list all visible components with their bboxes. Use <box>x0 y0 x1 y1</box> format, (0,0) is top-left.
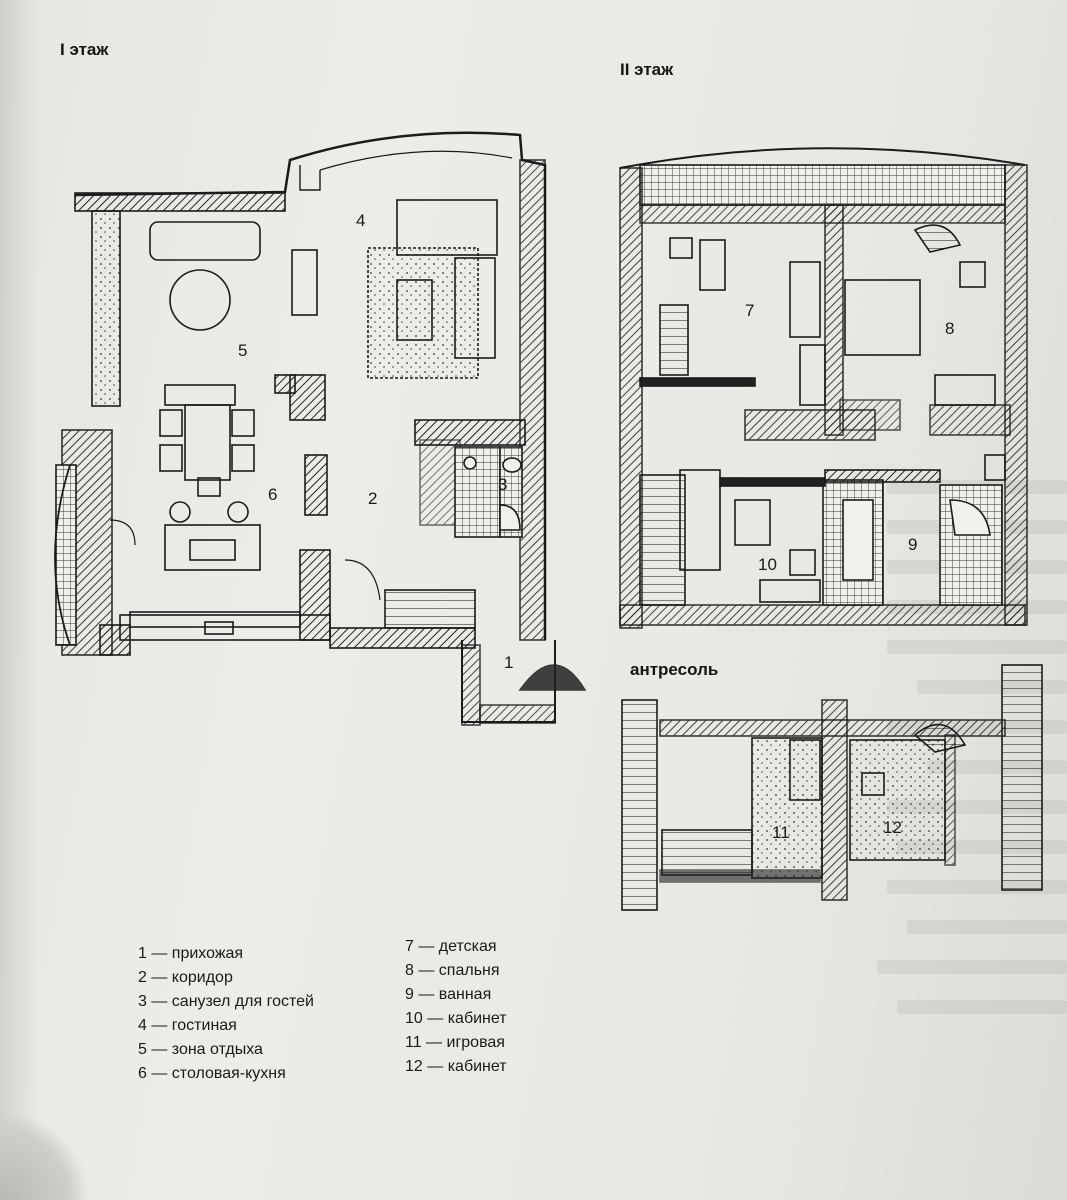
floor2-title: II этаж <box>620 60 674 79</box>
room-7-label: 7 <box>745 301 754 320</box>
room-1-label: 1 <box>504 653 513 672</box>
floor2-bed <box>844 279 921 356</box>
legend-item: 5 — зона отдыха <box>138 1041 263 1058</box>
room-3-label: 3 <box>498 475 507 494</box>
room-12-label: 12 <box>883 818 902 837</box>
legend-item: 3 — санузел для гостей <box>138 993 314 1010</box>
bleed-through-text <box>877 960 1067 974</box>
floor1-bay-window <box>55 464 77 646</box>
legend-item: 10 — кабинет <box>405 1010 507 1027</box>
bleed-through-text <box>907 920 1067 934</box>
mezzanine-room-12-floor <box>849 739 946 861</box>
floor2-balcony-tiles <box>639 164 1006 206</box>
floor1-outer-wall <box>74 131 547 640</box>
floor2-bath-tiles2 <box>939 484 1003 606</box>
room-9-label: 9 <box>908 535 917 554</box>
floor1-wall-top <box>74 192 286 212</box>
mezzanine-plan <box>621 664 1043 911</box>
room-6-label: 6 <box>268 485 277 504</box>
floor1-wall-bottom-right <box>329 627 476 649</box>
floor1-stair <box>384 589 476 629</box>
legend-item: 6 — столовая-кухня <box>138 1065 286 1082</box>
legend-item: 8 — спальня <box>405 962 500 979</box>
floor1-round-rug <box>169 269 231 331</box>
floor1-kitchen-island <box>164 524 261 571</box>
legend-right: 7 — детская 8 — спальня 9 — ванная 10 — … <box>405 935 507 1079</box>
legend-item: 1 — прихожая <box>138 945 244 962</box>
floor1-guest-bath-tiles <box>454 446 501 538</box>
bleed-through-text <box>887 640 1067 654</box>
floor1-wall-left <box>91 210 121 407</box>
legend-item: 4 — гостиная <box>138 1017 237 1034</box>
legend-item: 2 — коридор <box>138 969 233 986</box>
legend-item: 11 — игровая <box>405 1034 505 1051</box>
room-10-label: 10 <box>758 555 777 574</box>
legend-item: 12 — кабинет <box>405 1058 507 1075</box>
room-2-label: 2 <box>368 489 377 508</box>
legend-item: 9 — ванная <box>405 986 492 1003</box>
floor1-title: I этаж <box>60 40 109 59</box>
floor1-rug <box>367 247 479 379</box>
mezzanine-title: антресоль <box>630 660 719 679</box>
bleed-through-text <box>897 1000 1067 1014</box>
room-4-label: 4 <box>356 211 365 230</box>
legend-left: 1 — прихожая 2 — коридор 3 — санузел для… <box>138 942 314 1086</box>
floor1-dining-table <box>184 404 231 481</box>
page-binding-shadow <box>0 0 40 1200</box>
floor2-plan <box>619 147 1028 629</box>
room-5-label: 5 <box>238 341 247 360</box>
mezzanine-room-11-floor <box>751 737 823 879</box>
floor1-plan <box>54 131 587 726</box>
room-11-label: 11 <box>772 823 790 842</box>
legend-item: 7 — детская <box>405 938 497 955</box>
floor2-stair <box>639 474 686 606</box>
room-8-label: 8 <box>945 319 954 338</box>
page-curl <box>0 1110 90 1200</box>
